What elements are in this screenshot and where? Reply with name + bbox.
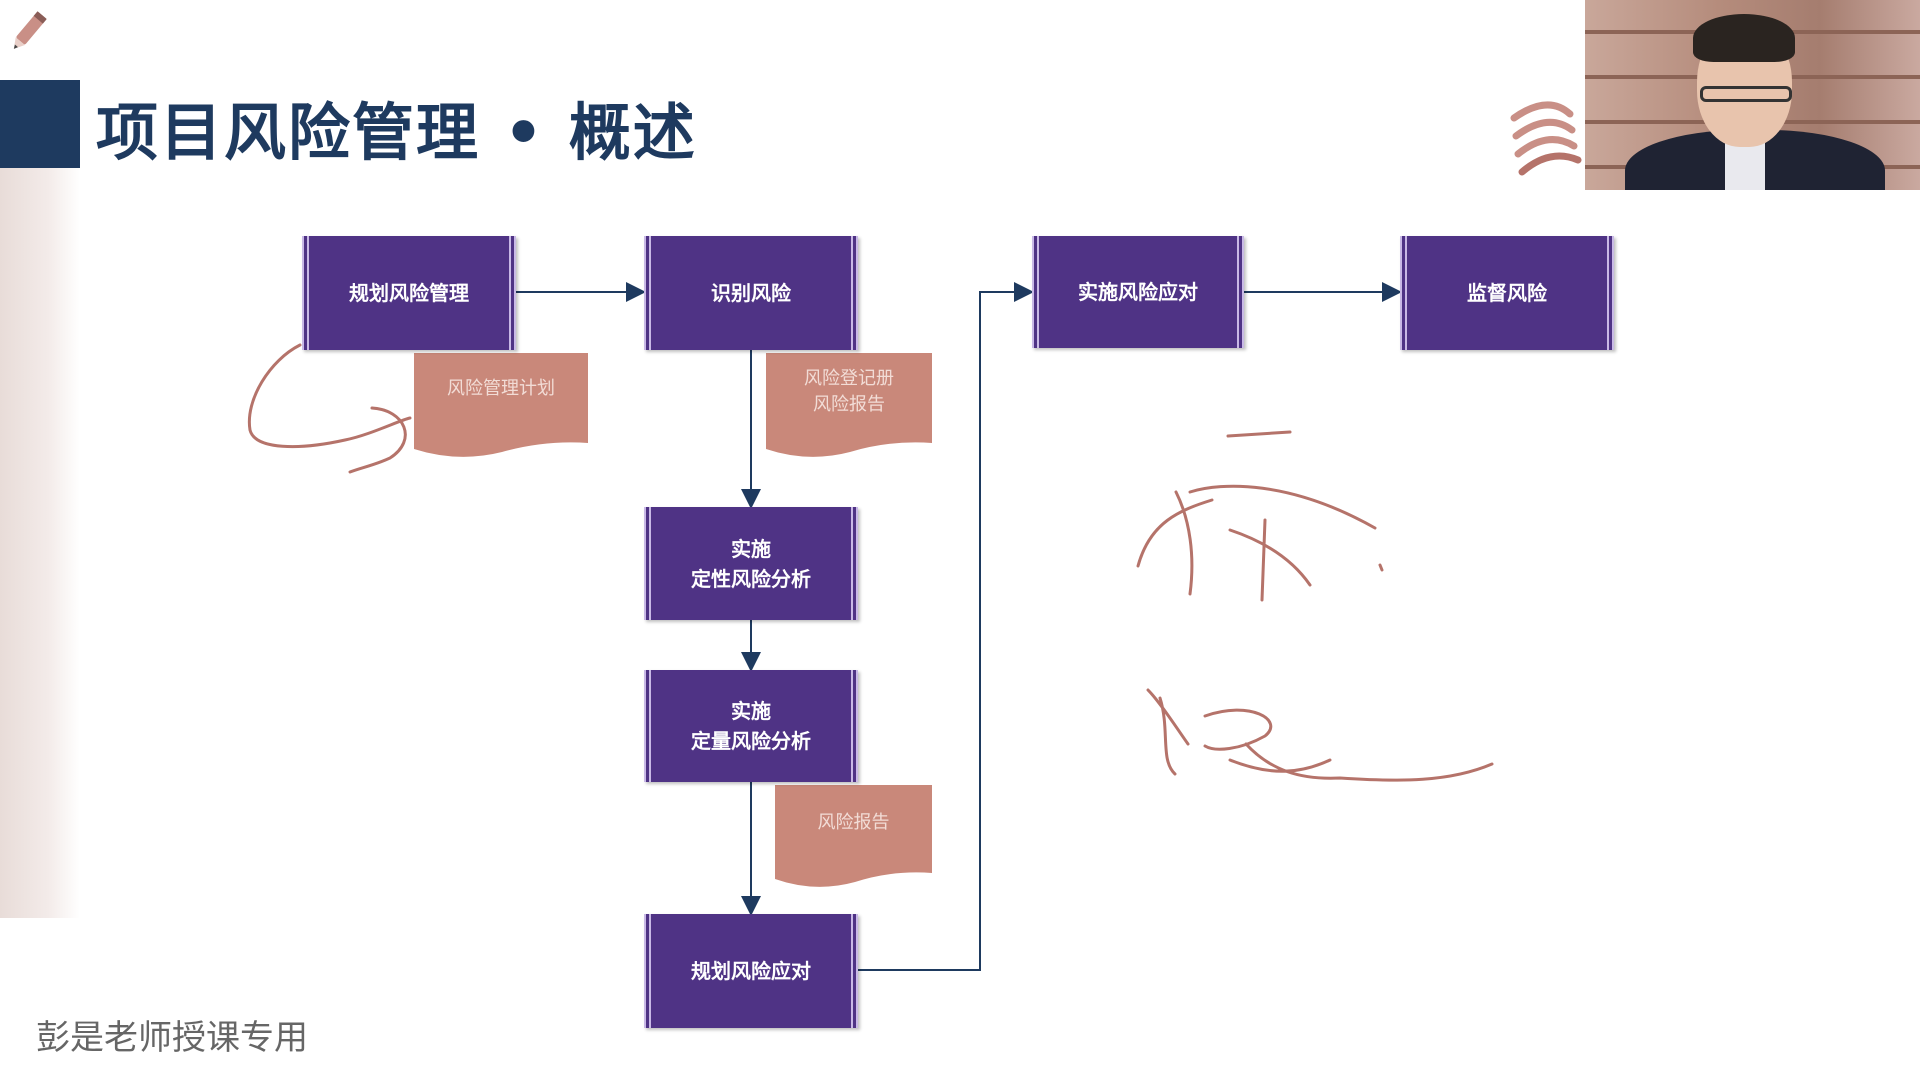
title-accent-bar [0, 80, 80, 168]
document-label: 风险管理计划 [447, 378, 555, 399]
process-identify-risks[interactable]: 识别风险 [644, 236, 858, 350]
process-quantitative-analysis[interactable]: 实施 定量风险分析 [644, 670, 858, 782]
process-qualitative-analysis[interactable]: 实施 定性风险分析 [644, 507, 858, 620]
webcam-video-feed [1585, 0, 1920, 190]
document-label: 风险报告 [817, 812, 890, 833]
slide-title: 项目风险管理 • 概述 [96, 96, 697, 169]
process-implement-risk-responses[interactable]: 实施风险应对 [1032, 236, 1244, 348]
left-decor-band [0, 168, 80, 918]
document-label: 风险登记册 风险报告 [804, 368, 894, 415]
process-plan-risk-management[interactable]: 规划风险管理 [302, 236, 516, 350]
handwritten-loop [247, 343, 412, 474]
handwritten-char-1 [1136, 430, 1384, 602]
handwritten-char-2 [1146, 688, 1494, 782]
process-plan-risk-responses[interactable]: 规划风险应对 [644, 914, 858, 1028]
document-risk-report: 风险报告 [775, 800, 932, 910]
document-risk-management-plan: 风险管理计划 [414, 366, 588, 476]
document-risk-register-report: 风险登记册 风险报告 [766, 356, 932, 466]
footer-watermark: 彭是老师授课专用 [36, 1018, 308, 1058]
pencil-icon[interactable] [4, 8, 52, 56]
process-monitor-risks[interactable]: 监督风险 [1400, 236, 1614, 350]
brand-logo-icon [1510, 101, 1582, 176]
